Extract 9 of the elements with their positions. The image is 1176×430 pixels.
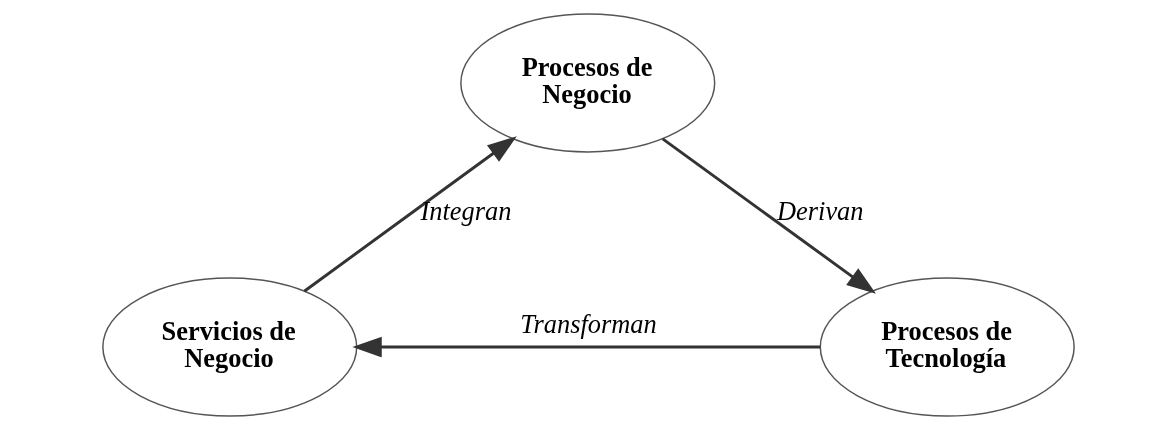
node-ellipse: Procesos de Tecnología bbox=[819, 277, 1075, 417]
edge-label: Transforman bbox=[519, 308, 657, 339]
edge-label: Integran bbox=[420, 195, 511, 226]
node-ellipse: Servicios de Negocio bbox=[101, 277, 357, 417]
edge-label: Derivan bbox=[776, 195, 864, 226]
node-ellipse: Procesos de Negocio bbox=[459, 13, 715, 153]
arrow bbox=[302, 136, 517, 293]
arrow bbox=[351, 336, 820, 358]
arrow bbox=[661, 137, 876, 294]
